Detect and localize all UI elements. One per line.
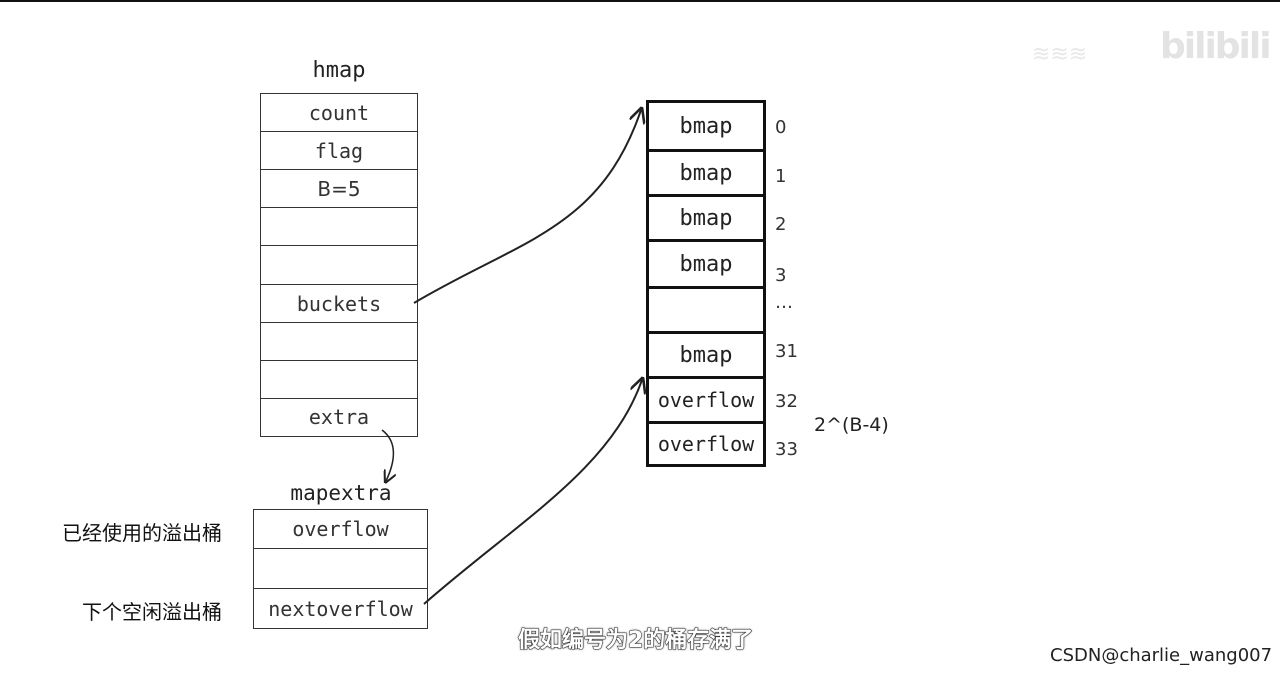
bucket-bmap: bmap — [646, 331, 766, 379]
hmap-field-buckets: buckets — [260, 284, 418, 323]
hmap-field-extra: extra — [260, 398, 418, 437]
bucket-index: 0 — [775, 117, 787, 138]
video-subtitle: 假如编号为2的桶存满了 — [517, 628, 754, 654]
bucket-overflow: overflow — [646, 376, 766, 424]
bucket-index: 33 — [775, 439, 798, 460]
hmap-field-flag: flag — [260, 131, 418, 170]
hmap-title: hmap — [312, 58, 366, 83]
mapextra-title: mapextra — [290, 481, 392, 505]
bucket-index: 1 — [775, 166, 787, 187]
hmap-field-b: B=5 — [260, 169, 418, 208]
used-overflow-label: 已经使用的溢出桶 — [62, 521, 222, 545]
bucket-index: 31 — [775, 341, 798, 362]
nextoverflow-pointer-arrow — [423, 380, 642, 605]
bilibili-logo: bilibili — [1160, 26, 1272, 67]
bucket-index-ellipsis: … — [775, 292, 793, 313]
hmap-field-empty — [260, 245, 418, 285]
next-free-overflow-label: 下个空闲溢出桶 — [82, 600, 222, 624]
bucket-bmap: bmap — [646, 149, 766, 197]
bucket-bmap: bmap — [646, 194, 766, 242]
buckets-pointer-arrow — [413, 110, 641, 304]
csdn-watermark: CSDN@charlie_wang007 — [1050, 645, 1273, 666]
mapextra-field-nextoverflow: nextoverflow — [253, 588, 428, 629]
extra-pointer-arrow — [381, 429, 393, 481]
mapextra-field-empty — [253, 548, 428, 589]
hmap-field-count: count — [260, 93, 418, 132]
overflow-count-formula: 2^(B-4) — [814, 414, 889, 436]
bucket-index: 32 — [775, 391, 798, 412]
hmap-field-empty — [260, 322, 418, 361]
bucket-index: 3 — [775, 265, 787, 286]
top-border — [0, 0, 1280, 2]
bucket-overflow: overflow — [646, 421, 766, 467]
hmap-field-empty — [260, 207, 418, 246]
logo-watermark-sub: ≋≋≋ — [1032, 42, 1088, 67]
bucket-ellipsis — [646, 286, 766, 334]
bucket-index: 2 — [775, 214, 787, 235]
